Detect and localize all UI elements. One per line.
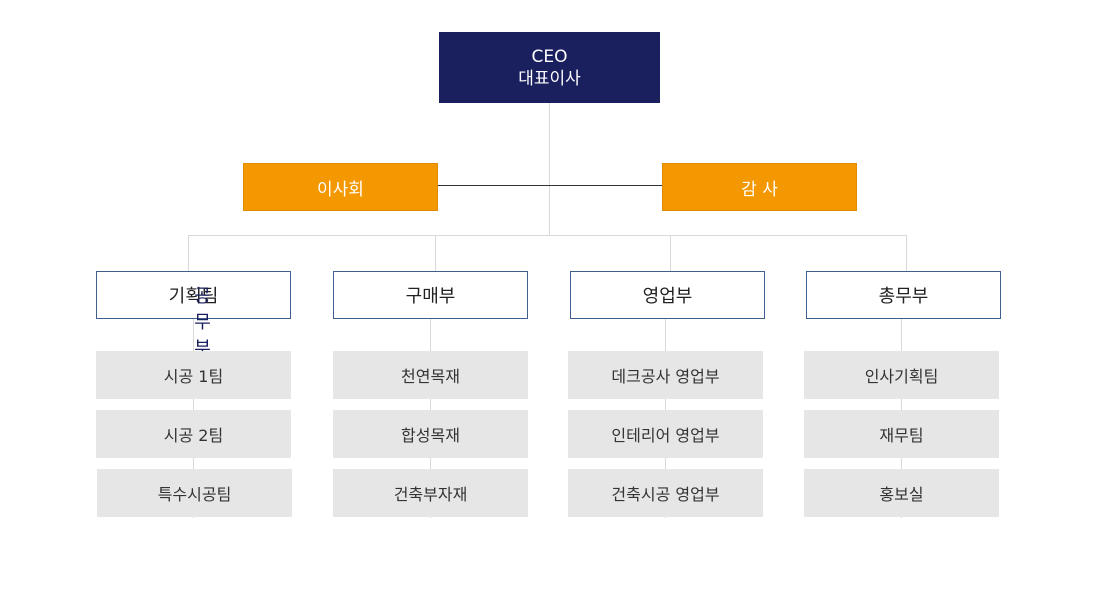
team-box-4-3: 홍보실 bbox=[804, 469, 999, 517]
team-label: 건축부자재 bbox=[393, 485, 468, 504]
team-box-3-2: 인테리어 영업부 bbox=[568, 410, 763, 458]
team-box-1-2: 시공 2팀 bbox=[96, 410, 291, 458]
connector-dept-horizontal bbox=[188, 235, 907, 236]
team-label: 천연목재 bbox=[401, 367, 460, 386]
connector-dept-2 bbox=[435, 235, 436, 271]
connector-ceo-vertical bbox=[549, 103, 550, 236]
department-box-4: 총무부 bbox=[806, 271, 1001, 319]
department-label-3: 영업부 bbox=[642, 286, 693, 307]
department-label-group-1: 기획팀 공무부 bbox=[168, 282, 219, 359]
team-label: 시공 1팀 bbox=[163, 367, 224, 386]
team-label: 인테리어 영업부 bbox=[611, 426, 720, 445]
team-box-3-1: 데크공사 영업부 bbox=[568, 351, 763, 399]
board-label: 이사회 bbox=[317, 179, 364, 200]
ceo-box: CEO 대표이사 bbox=[439, 32, 660, 103]
department-box-3: 영업부 bbox=[570, 271, 765, 319]
department-label-4: 총무부 bbox=[878, 286, 929, 307]
ceo-title: CEO bbox=[531, 46, 568, 67]
department-overlap-label-1: 공무부 bbox=[194, 286, 211, 359]
department-label-1: 기획팀 bbox=[168, 286, 219, 307]
connector-board-horizontal bbox=[438, 185, 662, 186]
audit-box: 감 사 bbox=[662, 163, 857, 211]
department-box-1: 기획팀 공무부 bbox=[96, 271, 291, 359]
team-box-2-3: 건축부자재 bbox=[333, 469, 528, 517]
team-box-1-3: 특수시공팀 bbox=[97, 469, 292, 517]
connector-dept-1 bbox=[188, 235, 189, 271]
connector-dept-3 bbox=[670, 235, 671, 271]
team-label: 특수시공팀 bbox=[157, 485, 232, 504]
team-label: 시공 2팀 bbox=[163, 426, 224, 445]
team-box-3-3: 건축시공 영업부 bbox=[568, 469, 763, 517]
team-label: 홍보실 bbox=[879, 485, 924, 504]
team-label: 인사기획팀 bbox=[864, 367, 939, 386]
audit-label: 감 사 bbox=[741, 179, 778, 200]
connector-dept-4 bbox=[906, 235, 907, 271]
team-box-1-1: 시공 1팀 bbox=[96, 351, 291, 399]
team-label: 건축시공 영업부 bbox=[611, 485, 720, 504]
team-label: 데크공사 영업부 bbox=[611, 367, 720, 386]
team-label: 재무팀 bbox=[879, 426, 924, 445]
board-box: 이사회 bbox=[243, 163, 438, 211]
team-box-4-2: 재무팀 bbox=[804, 410, 999, 458]
ceo-subtitle: 대표이사 bbox=[518, 68, 581, 89]
department-box-2: 구매부 bbox=[333, 271, 528, 319]
team-box-4-1: 인사기획팀 bbox=[804, 351, 999, 399]
team-label: 합성목재 bbox=[401, 426, 460, 445]
team-box-2-2: 합성목재 bbox=[333, 410, 528, 458]
department-label-2: 구매부 bbox=[405, 286, 456, 307]
team-box-2-1: 천연목재 bbox=[333, 351, 528, 399]
